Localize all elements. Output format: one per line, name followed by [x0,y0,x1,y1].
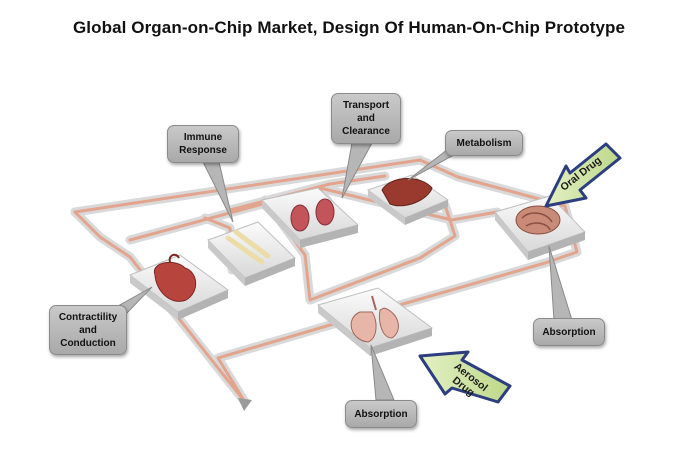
lung-organ-icon [350,311,377,343]
aerosol-drug-arrow-icon [418,350,512,404]
page-title: Global Organ-on-Chip Market, Design Of H… [72,18,626,37]
callout-pointers [117,142,573,401]
intestine-chamber [494,195,586,260]
liver-chamber [366,174,450,225]
lung-chamber [316,287,434,356]
bone-tissue-icon [225,229,271,265]
intestine-organ-icon [515,205,561,235]
absorption-right-callout: Absorption [533,318,605,346]
outflow-arrowhead-icon [238,398,252,411]
liver-organ-icon [381,177,433,207]
metabolism-callout: Metabolism [445,130,523,156]
heart-chamber [129,253,229,320]
heart-organ-icon [153,261,197,302]
bone-chamber [207,221,296,286]
oral-drug-arrow-icon [544,142,622,208]
kidney-organ-icon [290,204,310,232]
absorption-bottom-pointer [370,344,395,401]
immune-response-callout: Immune Response [167,125,239,163]
absorption-bottom-callout: Absorption [345,400,417,428]
kidney-chamber [261,187,360,248]
transport-clearance-callout: Transport and Clearance [331,93,401,144]
contractility-conduction-callout: Contractility and Conduction [49,305,127,355]
